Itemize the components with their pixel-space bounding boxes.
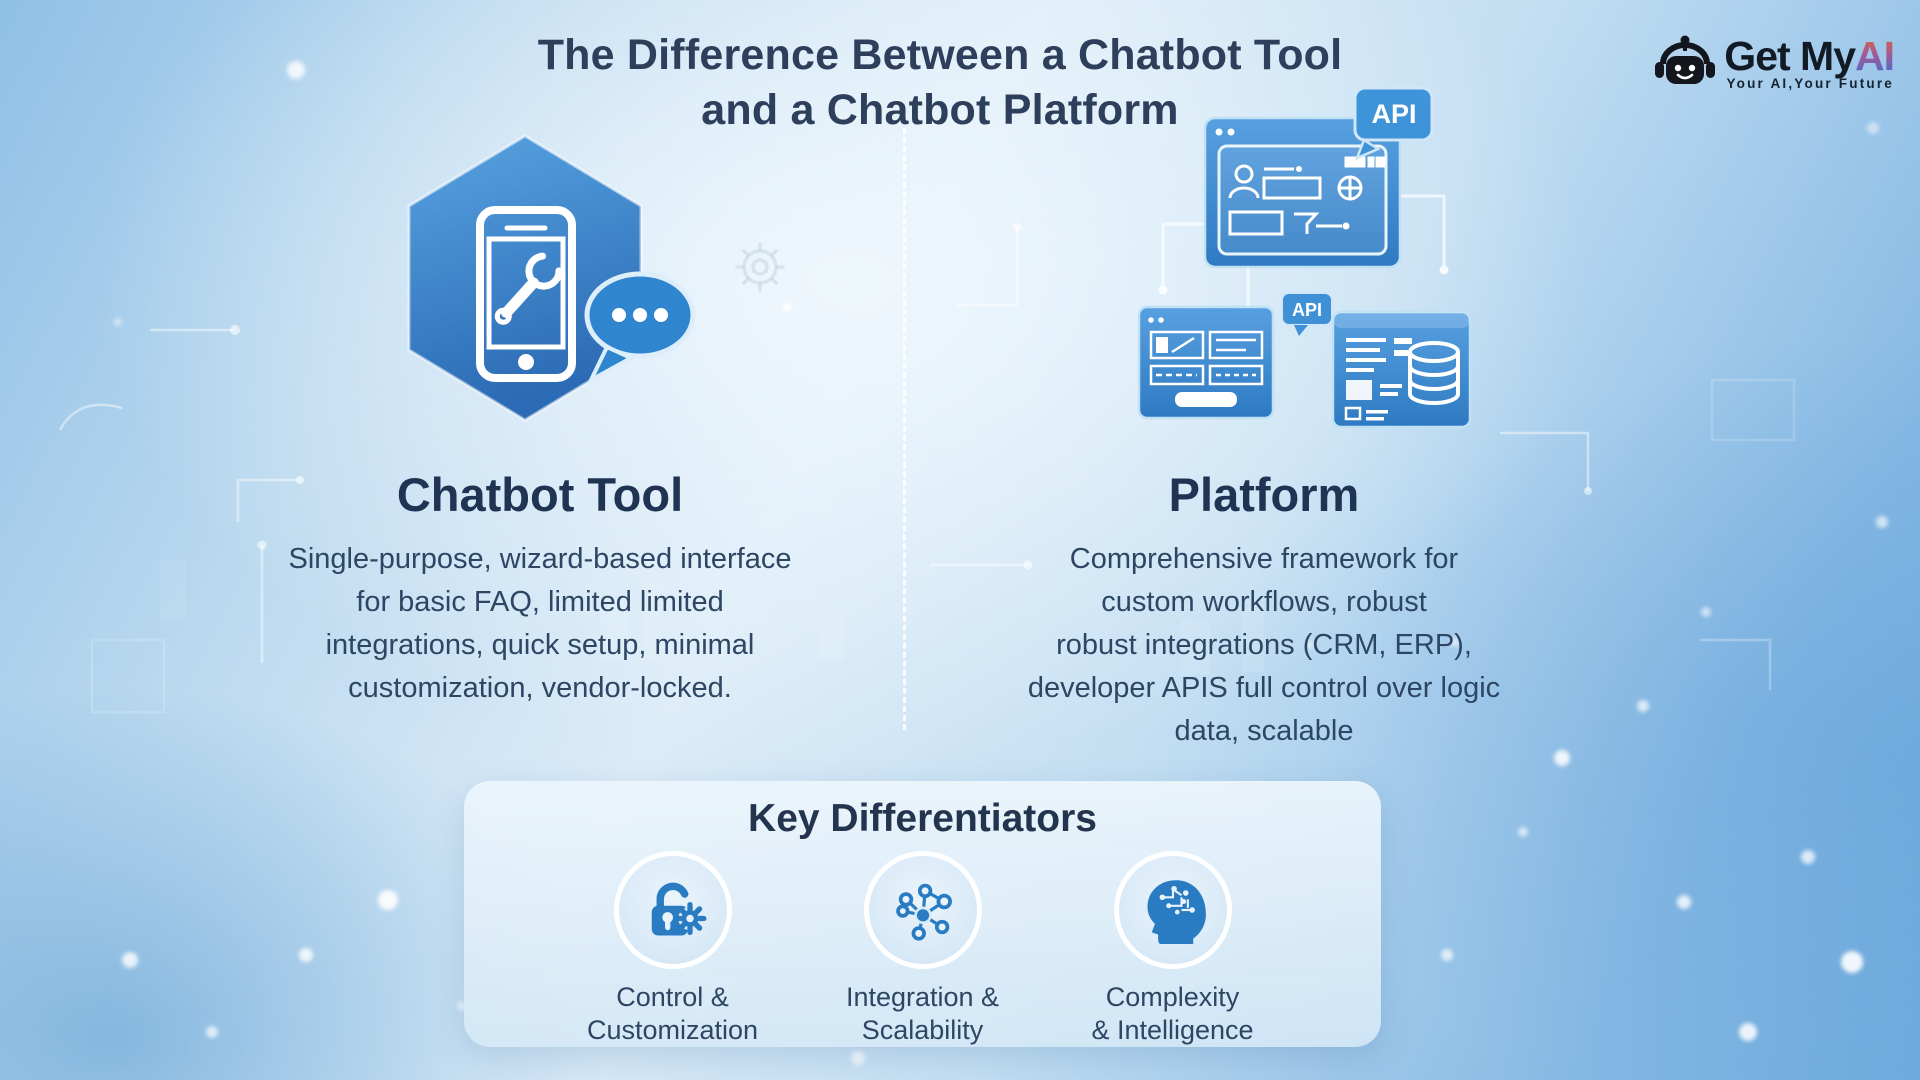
funnel-icon xyxy=(1294,212,1320,234)
wrench-icon xyxy=(494,252,563,325)
tool-desc-line: integrations, quick setup, minimal xyxy=(325,629,755,661)
differentiator-integration-scalability: Integration & Scalability xyxy=(798,851,1048,1047)
hexagon-badge xyxy=(407,134,643,422)
tool-desc-line: for basic FAQ, limited limited xyxy=(356,586,724,618)
platform-description: Comprehensive framework for custom workf… xyxy=(924,538,1604,753)
icon-circle xyxy=(613,851,732,969)
differentiator-control-customization: Control & Customization xyxy=(548,851,798,1047)
page-title: The Difference Between a Chatbot Tool an… xyxy=(460,28,1420,138)
brand-tagline: Your AI,Your Future xyxy=(1726,76,1894,91)
key-differentiators-heading: Key Differentiators xyxy=(748,797,1097,840)
circuit-lines xyxy=(58,222,1796,714)
user-icon xyxy=(1234,164,1254,184)
differentiator-label: Complexity & Intelligence xyxy=(1091,982,1254,1045)
gear-ghost-icon xyxy=(735,242,785,292)
data-window-icon xyxy=(1331,310,1472,429)
lock-gear-icon xyxy=(651,882,706,936)
chatbot-tool-heading: Chatbot Tool xyxy=(396,468,684,521)
smartphone-icon xyxy=(476,206,576,382)
brand-prefix: Get My xyxy=(1724,33,1856,79)
ghost-skyline xyxy=(160,560,1264,675)
key-differentiators-items: Control & Customization xyxy=(464,851,1381,1047)
key-differentiators-panel: Key Differentiators xyxy=(464,781,1381,1047)
chat-dots-icon xyxy=(584,271,696,385)
icon-circle xyxy=(863,851,982,969)
api-badge-small: API xyxy=(1281,292,1333,336)
brand-logo: Get MyAI Your AI,Your Future xyxy=(1652,33,1895,92)
platform-section: Platform Comprehensive framework for cus… xyxy=(924,468,1604,753)
api-label: API xyxy=(1371,99,1416,129)
api-badge: API xyxy=(1353,86,1434,161)
platform-desc-line: data, scalable xyxy=(1174,715,1354,747)
icon-circle xyxy=(1113,851,1232,969)
differentiator-complexity-intelligence: Complexity & Intelligence xyxy=(1048,851,1298,1047)
database-icon xyxy=(1408,341,1460,405)
divider-dashed-line xyxy=(903,128,906,730)
platform-desc-line: Comprehensive framework for xyxy=(1069,543,1459,575)
gear-icon xyxy=(673,902,706,935)
brand-wordmark: Get MyAI xyxy=(1724,33,1895,79)
platform-desc-line: robust integrations (CRM, ERP), xyxy=(1056,629,1472,661)
head-circuit-icon xyxy=(1147,880,1206,944)
robot-icon xyxy=(1655,35,1716,84)
tool-desc-line: customization, vendor-locked. xyxy=(348,672,732,704)
network-nodes-icon xyxy=(895,883,952,941)
differentiator-label: Control & Customization xyxy=(586,982,759,1045)
browser-window-icon xyxy=(1203,116,1402,269)
field-box xyxy=(1228,210,1284,236)
form-window-icon xyxy=(1137,305,1275,420)
platform-heading: Platform xyxy=(1168,468,1360,521)
tool-desc-line: Single-purpose, wizard-based interface xyxy=(288,543,792,575)
chatbot-tool-section: Chatbot Tool Single-purpose, wizard-base… xyxy=(190,468,890,710)
api-label-small: API xyxy=(1292,300,1322,320)
title-line-1: The Difference Between a Chatbot Tool xyxy=(537,31,1343,79)
platform-desc-line: developer APIS full control over logic xyxy=(1027,672,1501,704)
title-line-2: and a Chatbot Platform xyxy=(701,86,1179,134)
chatbot-tool-illustration xyxy=(407,134,696,422)
differentiator-label: Integration & Scalability xyxy=(845,982,1000,1045)
brand-suffix: AI xyxy=(1855,33,1895,79)
platform-illustration: API API xyxy=(1137,86,1472,429)
platform-desc-line: custom workflows, robust xyxy=(1101,586,1427,618)
chatbot-tool-description: Single-purpose, wizard-based interface f… xyxy=(190,538,890,710)
